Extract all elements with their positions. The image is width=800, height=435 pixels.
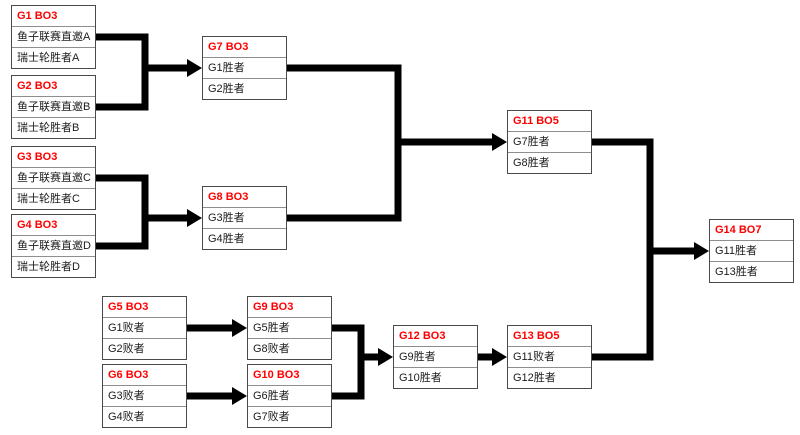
match-title: G4 BO3 xyxy=(12,215,95,236)
match-slot: 瑞士轮胜者C xyxy=(12,188,95,209)
match-slot: G2胜者 xyxy=(203,78,286,99)
match-slot: 鱼子联赛直邀B xyxy=(17,101,91,113)
match-box-g9: G9 BO3 G5胜者 G8败者 xyxy=(247,296,332,360)
match-slot: G5胜者 xyxy=(253,322,290,334)
match-slot: G11败者 xyxy=(513,351,555,363)
match-title: G6 BO3 xyxy=(103,365,186,386)
match-box-g11: G11 BO5 G7胜者 G8胜者 xyxy=(507,110,592,174)
match-box-g8: G8 BO3 G3胜者 G4胜者 xyxy=(202,186,287,250)
match-slot: 瑞士轮胜者B xyxy=(12,117,95,138)
arrowhead-to-g7 xyxy=(187,59,202,77)
match-slot: G3胜者 xyxy=(208,212,245,224)
arrowhead-to-g8 xyxy=(187,209,202,227)
match-box-g6: G6 BO3 G3败者 G4败者 xyxy=(102,364,187,428)
match-slot: G1胜者 xyxy=(208,62,245,74)
match-slot: 鱼子联赛直邀D xyxy=(17,240,91,252)
match-box-g14: G14 BO7 G11胜者 G13胜者 xyxy=(709,219,794,283)
match-title: G9 BO3 xyxy=(248,297,331,318)
match-box-g13: G13 BO5 G11败者 G12胜者 xyxy=(507,325,592,389)
arrowhead-to-g13 xyxy=(492,348,507,366)
match-slot: G7败者 xyxy=(248,406,331,427)
match-slot: G6胜者 xyxy=(253,390,290,402)
match-title: G1 BO3 xyxy=(12,6,95,27)
match-slot: G3败者 xyxy=(108,390,145,402)
match-box-g3: G3 BO3 鱼子联赛直邀C 瑞士轮胜者C xyxy=(11,146,96,210)
connector-g7-g8-to-g11 xyxy=(284,64,494,222)
match-slot: G4胜者 xyxy=(203,228,286,249)
match-slot: G12胜者 xyxy=(508,367,591,388)
match-slot: G1败者 xyxy=(108,322,145,334)
match-slot: 鱼子联赛直邀C xyxy=(17,172,91,184)
arrowhead-to-g12 xyxy=(378,348,393,366)
match-title: G11 BO5 xyxy=(508,111,591,132)
match-title: G5 BO3 xyxy=(103,297,186,318)
match-title: G13 BO5 xyxy=(508,326,591,347)
match-slot: G8败者 xyxy=(248,338,331,359)
match-title: G3 BO3 xyxy=(12,147,95,168)
match-title: G8 BO3 xyxy=(203,187,286,208)
match-slot: 瑞士轮胜者A xyxy=(12,47,95,68)
match-slot: G11胜者 xyxy=(715,245,757,257)
match-box-g12: G12 BO3 G9胜者 G10胜者 xyxy=(393,325,478,389)
match-slot: G13胜者 xyxy=(710,261,793,282)
match-title: G2 BO3 xyxy=(12,76,95,97)
match-slot: G10胜者 xyxy=(394,367,477,388)
match-slot: G4败者 xyxy=(103,406,186,427)
connector-g1-g2-to-g7 xyxy=(94,33,189,111)
match-slot: G9胜者 xyxy=(399,351,436,363)
connector-g3-g4-to-g8 xyxy=(94,174,189,250)
match-title: G12 BO3 xyxy=(394,326,477,347)
match-box-g10: G10 BO3 G6胜者 G7败者 xyxy=(247,364,332,428)
arrowhead-to-g11 xyxy=(492,133,507,151)
match-slot: G8胜者 xyxy=(508,152,591,173)
match-title: G10 BO3 xyxy=(248,365,331,386)
match-box-g1: G1 BO3 鱼子联赛直邀A 瑞士轮胜者A xyxy=(11,5,96,69)
match-slot: G2败者 xyxy=(103,338,186,359)
match-title: G14 BO7 xyxy=(710,220,793,241)
arrowhead-to-g9 xyxy=(232,319,247,337)
connector-g11-g13-to-g14 xyxy=(589,138,696,361)
match-slot: 瑞士轮胜者D xyxy=(12,256,95,277)
connector-g9-g10-to-g12 xyxy=(329,324,380,400)
match-box-g2: G2 BO3 鱼子联赛直邀B 瑞士轮胜者B xyxy=(11,75,96,139)
match-box-g5: G5 BO3 G1败者 G2败者 xyxy=(102,296,187,360)
match-slot: G7胜者 xyxy=(513,136,550,148)
match-slot: 鱼子联赛直邀A xyxy=(17,31,91,43)
match-box-g7: G7 BO3 G1胜者 G2胜者 xyxy=(202,36,287,100)
match-box-g4: G4 BO3 鱼子联赛直邀D 瑞士轮胜者D xyxy=(11,214,96,278)
match-title: G7 BO3 xyxy=(203,37,286,58)
arrowhead-to-g14 xyxy=(694,242,709,260)
arrowhead-to-g10 xyxy=(232,387,247,405)
